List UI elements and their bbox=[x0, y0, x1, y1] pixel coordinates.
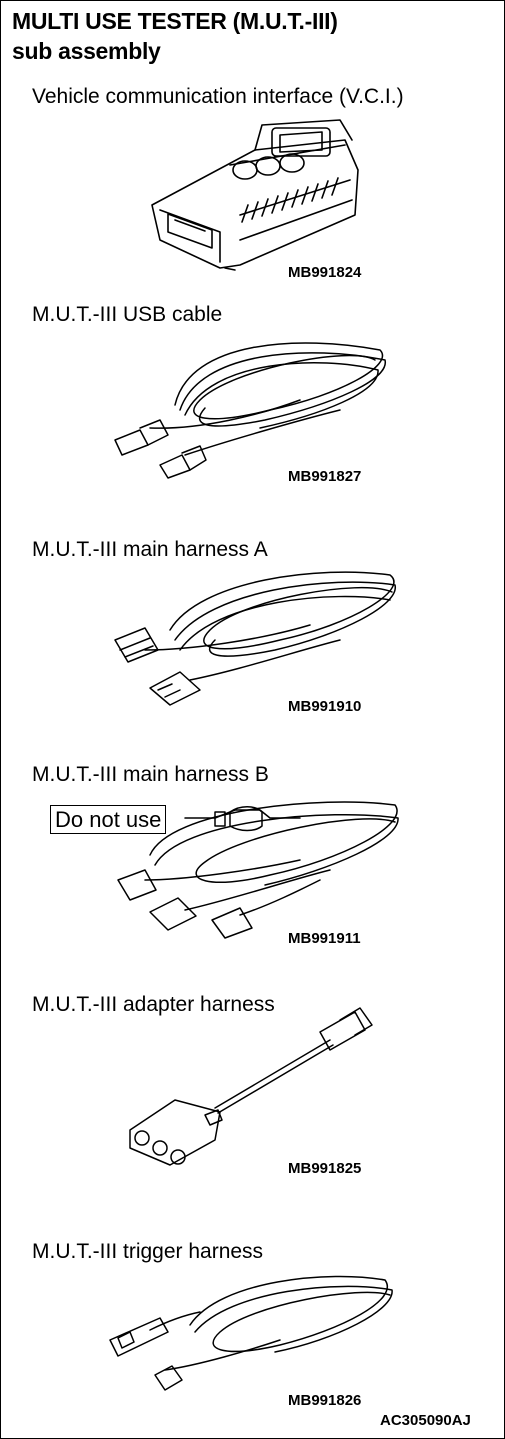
usb-cable-illustration bbox=[114, 342, 386, 479]
vci-device-illustration bbox=[151, 119, 359, 271]
item-label-adapter-harness: M.U.T.-III adapter harness bbox=[32, 993, 275, 1016]
part-number-main-harness-b: MB991911 bbox=[288, 930, 361, 947]
main-harness-a-illustration bbox=[114, 571, 396, 706]
item-label-usb-cable: M.U.T.-III USB cable bbox=[32, 303, 223, 326]
adapter-harness-illustration bbox=[129, 1007, 373, 1166]
do-not-use-callout: Do not use bbox=[50, 805, 167, 834]
item-label-vci: Vehicle communication interface (V.C.I.) bbox=[32, 85, 404, 108]
part-number-usb-cable: MB991827 bbox=[288, 468, 362, 485]
main-harness-b-illustration bbox=[117, 801, 399, 939]
part-number-adapter-harness: MB991825 bbox=[288, 1160, 362, 1177]
item-label-main-harness-a: M.U.T.-III main harness A bbox=[32, 538, 268, 561]
title-line-1: MULTI USE TESTER (M.U.T.-III) bbox=[12, 8, 338, 34]
part-number-vci: MB991824 bbox=[288, 264, 362, 281]
item-label-main-harness-b: M.U.T.-III main harness B bbox=[32, 763, 269, 786]
part-number-main-harness-a: MB991910 bbox=[288, 698, 362, 715]
item-label-trigger-harness: M.U.T.-III trigger harness bbox=[32, 1240, 264, 1263]
title-line-2: sub assembly bbox=[12, 38, 161, 64]
figure-code: AC305090AJ bbox=[380, 1412, 471, 1429]
part-number-trigger-harness: MB991826 bbox=[288, 1392, 362, 1409]
trigger-harness-illustration bbox=[109, 1275, 393, 1391]
document-title: MULTI USE TESTER (M.U.T.-III) sub assemb… bbox=[12, 6, 338, 66]
